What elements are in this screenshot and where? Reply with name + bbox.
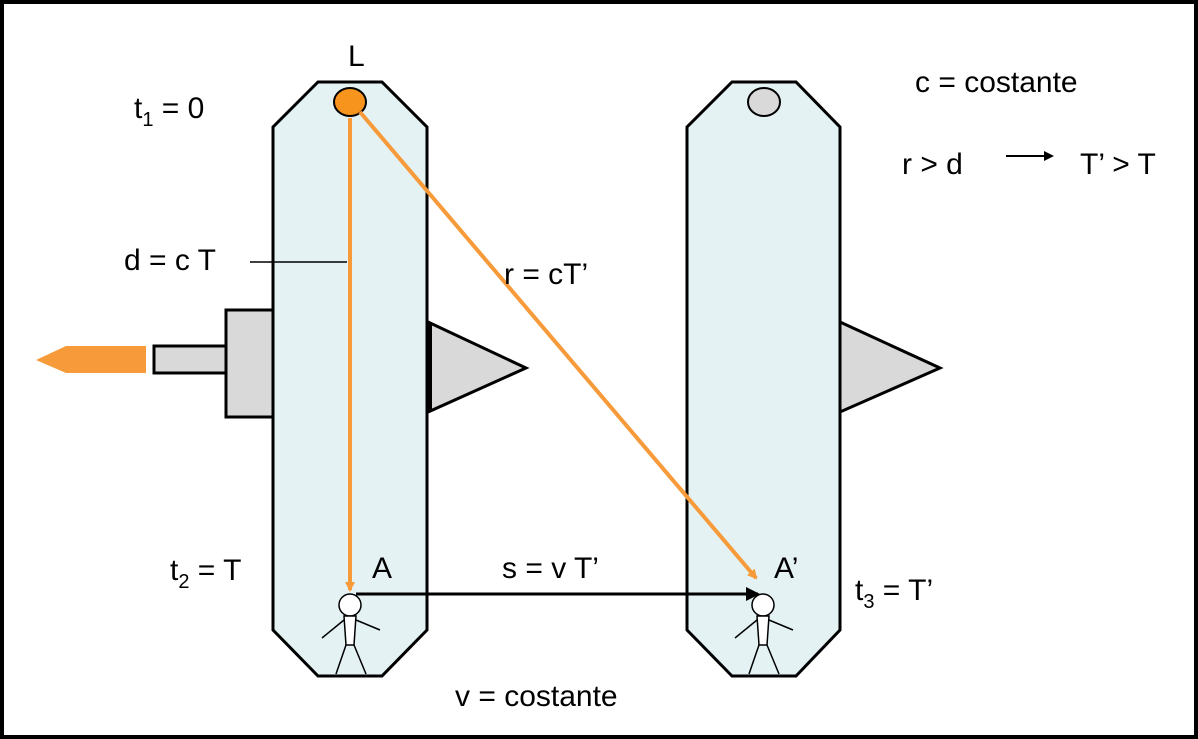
d-equation: d = c T (124, 244, 216, 277)
engine-block (224, 308, 278, 419)
r-equation: r = cT’ (504, 258, 588, 291)
s-equation: s = v T’ (502, 552, 599, 585)
implies-arrowhead (1044, 151, 1054, 161)
t2-label: t2 = T (170, 554, 241, 593)
light-ray-diagonal (358, 110, 758, 580)
t1-label: t1 = 0 (134, 92, 204, 131)
capsule-right (685, 80, 944, 678)
v-constant-label: v = costante (455, 680, 618, 713)
lamp-label: L (348, 40, 365, 73)
observer-a-icon (321, 593, 381, 675)
lamp-off-icon (747, 87, 781, 117)
capsule-body-right (685, 80, 842, 678)
capsule-left (36, 80, 530, 678)
point-a-prime-label: A’ (774, 552, 798, 585)
t3-label: t3 = T’ (855, 574, 933, 613)
lamp-on-icon (333, 87, 367, 117)
exhaust-flame (36, 346, 146, 373)
observer-a-prime-icon (734, 593, 794, 675)
r-greater-d-label: r > d (902, 148, 963, 181)
engine-nozzle (152, 344, 230, 375)
t-prime-greater-label: T’ > T (1080, 148, 1156, 181)
point-a-label: A (372, 552, 392, 585)
c-constant-label: c = costante (915, 66, 1078, 99)
